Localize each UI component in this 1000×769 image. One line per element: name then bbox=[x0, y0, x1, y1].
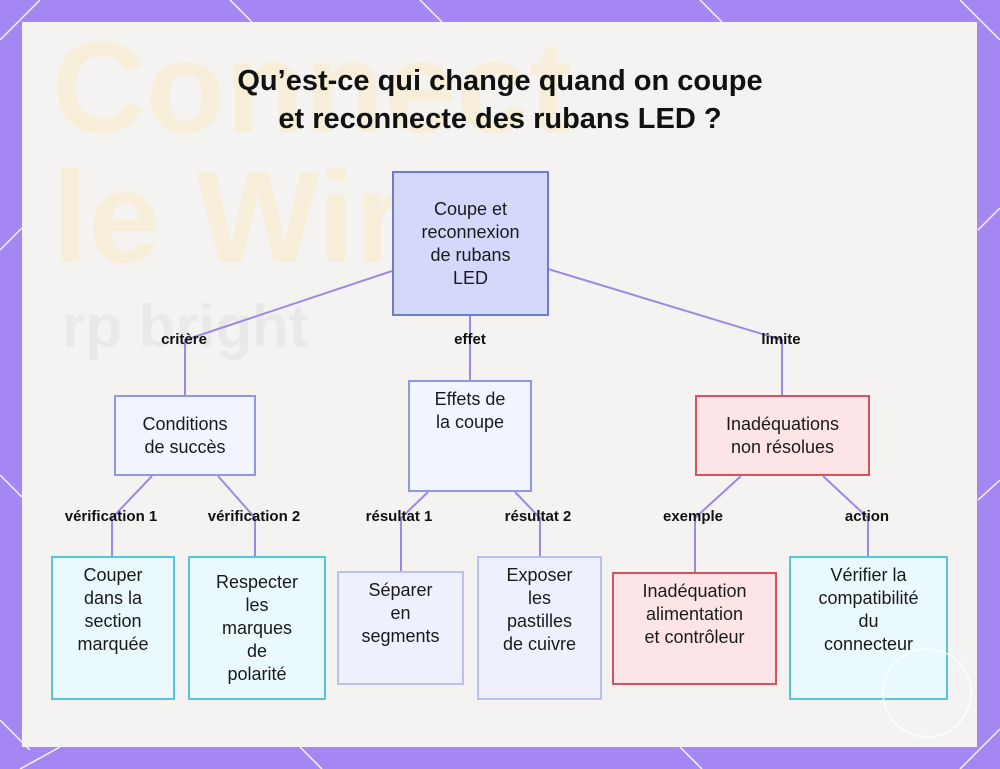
node-effets: Effets de la coupe bbox=[408, 380, 532, 492]
node-exposer: Exposer les pastilles de cuivre bbox=[477, 556, 602, 700]
edge-label-resultat-2: résultat 2 bbox=[504, 508, 572, 525]
node-conditions: Conditions de succès bbox=[114, 395, 256, 476]
diagram-title: Qu’est-ce qui change quand on coupe et r… bbox=[237, 65, 763, 135]
node-respecter: Respecter les marques de polarité bbox=[188, 556, 326, 700]
edge-label-action: action bbox=[844, 508, 890, 525]
node-couper: Couper dans la section marquée bbox=[51, 556, 175, 700]
edge-inad-alim bbox=[694, 475, 742, 573]
node-separer: Séparer en segments bbox=[337, 571, 464, 685]
edge-conditions-couper bbox=[111, 475, 153, 557]
edge-label-limite: limite bbox=[761, 331, 801, 348]
node-root: Coupe et reconnexion de rubans LED bbox=[392, 171, 549, 316]
edge-label-verification-1: vérification 1 bbox=[64, 508, 158, 525]
edge-effets-separer bbox=[400, 491, 429, 572]
edge-label-resultat-1: résultat 1 bbox=[365, 508, 433, 525]
node-inadequation-alimentation: Inadéquation alimentation et contrôleur bbox=[612, 572, 777, 685]
edge-conditions-respecter bbox=[217, 475, 256, 557]
edge-effets-exposer bbox=[514, 491, 541, 557]
edge-root-conditions bbox=[184, 270, 393, 396]
node-inadequations: Inadéquations non résolues bbox=[695, 395, 870, 476]
edge-label-exemple: exemple bbox=[662, 508, 724, 525]
edge-root-inadequations bbox=[547, 268, 783, 396]
watermark-logo bbox=[882, 648, 972, 738]
edge-label-verification-2: vérification 2 bbox=[207, 508, 301, 525]
edge-inad-verifier bbox=[822, 475, 869, 557]
edge-label-critere: critère bbox=[161, 331, 207, 348]
edge-label-effet: effet bbox=[454, 331, 486, 348]
